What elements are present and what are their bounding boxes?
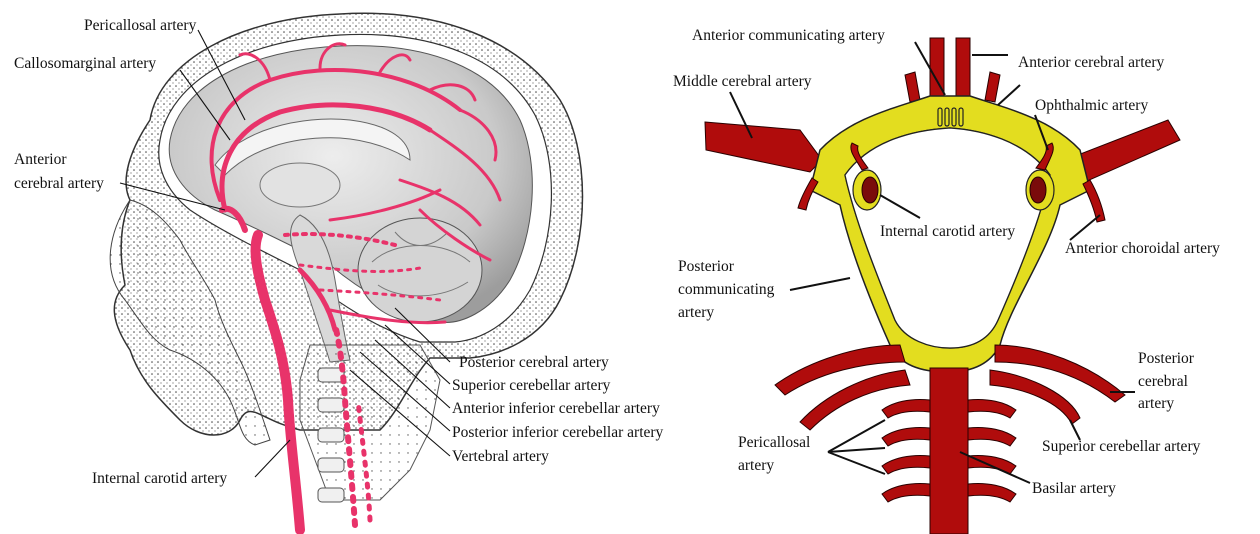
label-anterior-inferior-cerebellar: Anterior inferior cerebellar artery [452,400,660,417]
label-posterior-cerebral-right-1: Posterior [1138,350,1195,367]
label-pericallosal-left: Pericallosal artery [84,17,197,34]
posterior-cerebral-right [995,345,1125,402]
label-internal-carotid-left: Internal carotid artery [92,470,227,487]
label-ophthalmic: Ophthalmic artery [1035,97,1148,114]
basilar-vessel [930,368,968,534]
superior-cerebellar-vessel [990,370,1080,424]
label-anterior-choroidal: Anterior choroidal artery [1065,240,1220,257]
label-superior-cerebellar-right: Superior cerebellar artery [1042,438,1201,455]
label-superior-cerebellar-left: Superior cerebellar artery [452,377,611,394]
label-posterior-inferior-cerebellar: Posterior inferior cerebellar artery [452,424,664,441]
anterior-cerebral-vessel-r [956,38,970,100]
label-anterior-cerebral-left-2: cerebral artery [14,175,104,192]
label-vertebral: Vertebral artery [452,448,549,465]
label-posterior-cerebral-left: Posterior cerebral artery [459,354,609,371]
middle-cerebral-left [705,122,822,172]
label-anterior-cerebral-left-1: Anterior [14,151,67,168]
anterior-choroidal-vessel [1083,180,1105,222]
left-illustration: Pericallosal artery Callosomarginal arte… [14,13,664,530]
thalamus [260,163,340,207]
label-pericallosal-right-2: artery [738,457,774,474]
label-basilar: Basilar artery [1032,480,1116,497]
label-posterior-cerebral-right-3: artery [1138,395,1174,412]
label-anterior-cerebral-right: Anterior cerebral artery [1018,54,1165,71]
label-callosomarginal: Callosomarginal artery [14,55,156,72]
label-posterior-cerebral-right-2: cerebral [1138,373,1188,390]
label-posterior-communicating-2: communicating [678,281,775,298]
label-posterior-communicating-1: Posterior [678,258,735,275]
label-posterior-communicating-3: artery [678,304,714,321]
label-internal-carotid-right: Internal carotid artery [880,223,1015,240]
cerebellum [358,218,482,322]
label-middle-cerebral: Middle cerebral artery [673,73,812,90]
label-anterior-communicating: Anterior communicating artery [692,27,885,44]
right-diagram: Anterior communicating artery Anterior c… [673,27,1220,534]
label-pericallosal-right-1: Pericallosal [738,434,810,451]
